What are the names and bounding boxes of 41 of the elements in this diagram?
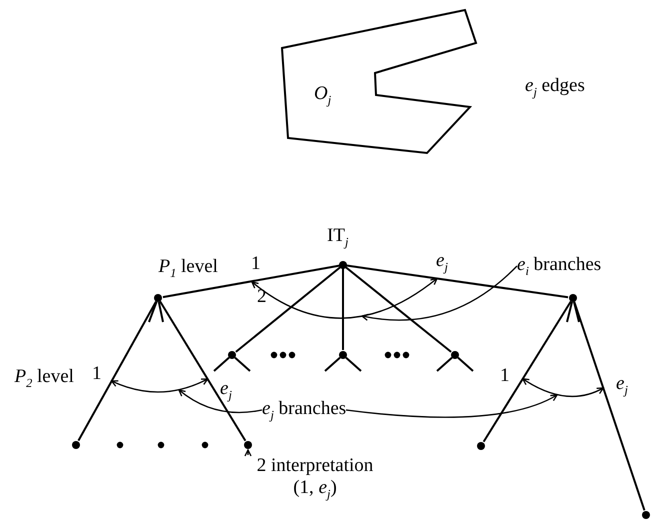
tree-branch xyxy=(457,356,474,372)
tree-branch xyxy=(324,356,341,372)
branch-count-label: e$_{i}$ branches xyxy=(517,254,602,278)
tree-branch xyxy=(159,300,246,442)
tree-branch xyxy=(234,356,251,372)
tree-node-dot xyxy=(477,442,485,450)
tree-branch xyxy=(78,301,157,442)
tree-branch xyxy=(345,356,362,372)
tree-node-dot xyxy=(569,294,577,302)
edge-count-label: e$_{j}$ edges xyxy=(525,76,585,100)
leader-line xyxy=(361,266,518,321)
leader-line xyxy=(244,449,252,457)
root-label: IT$_{j}$ xyxy=(327,226,348,250)
branch-label: e$_{j}$ xyxy=(616,374,628,397)
tree-node-dot xyxy=(451,351,459,359)
branch-label: e$_{j}$ xyxy=(436,250,448,274)
leader-line xyxy=(178,389,262,414)
tree-node-dot xyxy=(154,294,162,302)
tree-branch xyxy=(436,356,453,372)
tree-branch xyxy=(148,301,158,322)
leader-line xyxy=(346,394,558,418)
branch-number: 1 xyxy=(92,364,102,384)
branch-label: e$_{j}$ xyxy=(220,378,232,402)
level-label: P$_{2}$ level xyxy=(14,366,74,390)
branch-number: 1 xyxy=(500,366,510,386)
level-label: P$_{1}$ level xyxy=(158,256,218,280)
tree-node-dot xyxy=(339,351,347,359)
tree-branch xyxy=(213,356,230,372)
tree-branch xyxy=(573,302,580,322)
tree-node-dot xyxy=(72,441,80,449)
interpretation-note: 2 interpretation (1, e$_{j}$) xyxy=(245,455,385,501)
tree-branch xyxy=(566,302,573,322)
tree-branch xyxy=(482,300,572,442)
tree-node-dot xyxy=(642,511,650,519)
object-label: O$_{j}$ xyxy=(314,84,332,108)
tree-node-dot xyxy=(228,351,236,359)
branch-count-label: e$_{j}$ branches xyxy=(262,398,346,422)
tree-branch xyxy=(573,301,646,511)
tree-branch xyxy=(158,302,164,322)
tree-node-dot xyxy=(244,441,252,449)
branch-number: 1 xyxy=(251,254,260,274)
